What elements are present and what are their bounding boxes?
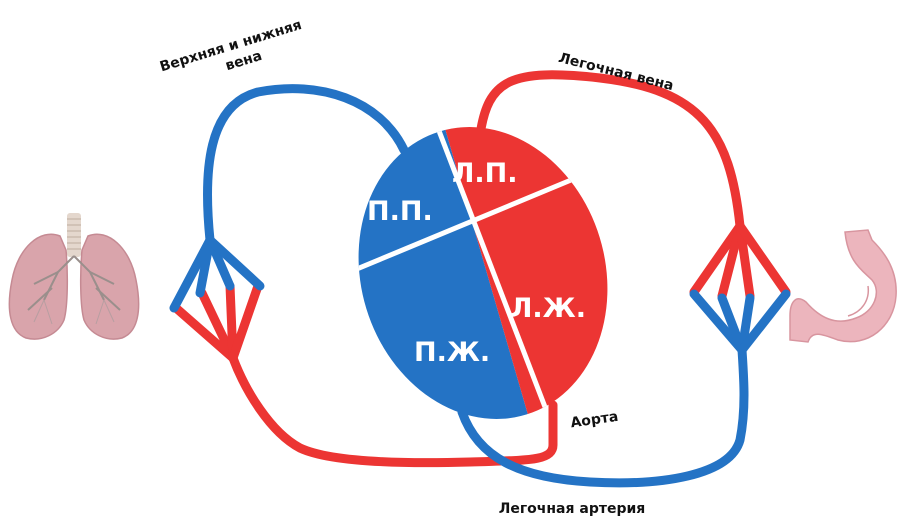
pulmonary-artery-label: Легочная артерия	[499, 501, 646, 517]
right-atrium-label: П.П.	[367, 196, 433, 227]
aorta-label: Аорта	[570, 409, 620, 432]
heart	[300, 80, 700, 470]
left-ventricle-label: Л.Ж.	[510, 293, 586, 324]
stomach-icon	[790, 230, 896, 342]
left-atrium-label: Л.П.	[452, 158, 518, 189]
right-ventricle-label: П.Ж.	[414, 337, 490, 368]
lungs-icon	[9, 213, 138, 339]
